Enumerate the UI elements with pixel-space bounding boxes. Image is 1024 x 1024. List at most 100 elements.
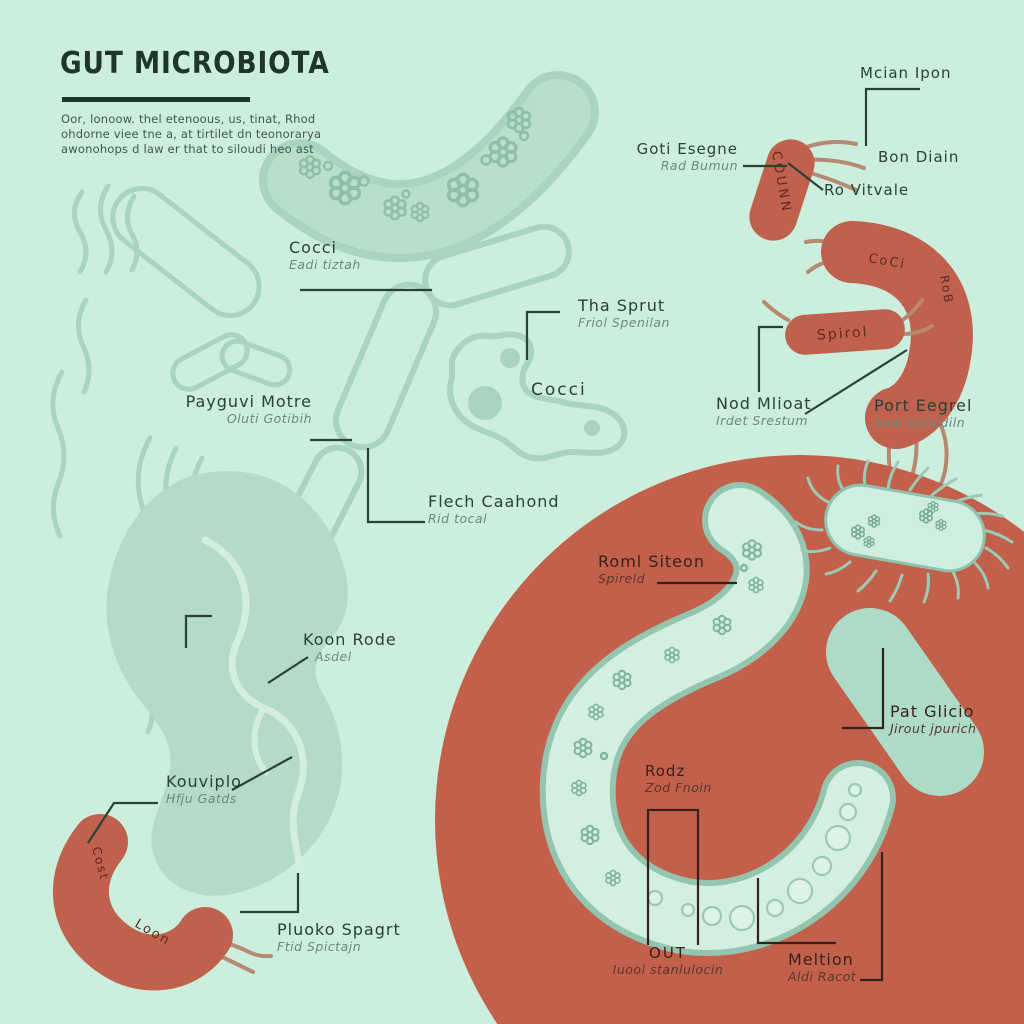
mint-capsule xyxy=(826,608,984,796)
connector-koon-bracket xyxy=(184,614,212,648)
intro-line: Oor, lonoow. thel etenoous, us, tinat, R… xyxy=(61,112,316,126)
connector-kouviplo xyxy=(231,756,293,791)
label-cocci-1: Cocci Eadi tiztah xyxy=(289,238,361,272)
connector-meltion-left xyxy=(756,878,836,945)
wavy-lines-top-left xyxy=(72,183,140,275)
label-bon: Bon Diain xyxy=(878,148,959,166)
spirol-red-bacterium: Spirol xyxy=(762,298,934,355)
label-subtitle: Saal-Syoodiln xyxy=(874,415,966,431)
label-title: Nod Mlioat xyxy=(716,394,812,413)
label-title: Mcian Ipon xyxy=(860,64,952,82)
label-subtitle: Ftid Spictajn xyxy=(277,939,362,955)
label-title: Rodz xyxy=(645,762,686,780)
connector-kouviplo-left xyxy=(87,801,158,844)
label-subtitle: Hfju Gatds xyxy=(166,791,237,807)
bottom-left-red-bacterium: Cost Loon xyxy=(53,814,273,991)
label-rodz: Rodz Zod Fnoin xyxy=(645,762,712,795)
connector-flech xyxy=(366,448,425,524)
intestine-doodle-branch xyxy=(251,705,269,775)
label-subtitle: Zod Fnoin xyxy=(645,780,712,795)
connector-rodz-frame xyxy=(646,808,700,945)
cell-nucleus-large xyxy=(468,386,502,420)
label-cocci-2: Cocci xyxy=(531,380,587,400)
label-title: Payguvi Motre xyxy=(185,392,312,411)
label-kouviplo: Kouviplo Hfju Gatds xyxy=(166,772,242,806)
label-subtitle: Aldi Racot xyxy=(788,969,857,985)
connector-lines xyxy=(87,87,920,914)
label-subtitle: Rid tocal xyxy=(428,511,488,527)
connector-nod xyxy=(757,325,783,392)
cell-nucleus-small xyxy=(500,348,520,368)
label-subtitle: Iuool stanlulocin xyxy=(612,962,724,977)
cell-nucleus-tiny xyxy=(584,420,600,436)
label-title: Koon Rode xyxy=(303,630,397,649)
label-meltion: Meltion Aldi Racot xyxy=(788,950,856,984)
label-title: Cocci xyxy=(531,380,587,400)
label-title: Tha Sprut xyxy=(578,296,666,315)
label-subtitle: Eadi tiztah xyxy=(289,257,361,273)
label-title: Flech Caahond xyxy=(428,492,560,511)
crescent-bacterium xyxy=(259,71,599,263)
label-subtitle: Spireld xyxy=(598,571,646,587)
label-out: OUT Iuool stanlulocin xyxy=(608,944,728,977)
bacterium-body-text: CoCi xyxy=(867,251,907,272)
intro-paragraph: Oor, lonoow. thel etenoous, us, tinat, R… xyxy=(61,112,321,157)
gear-doodles xyxy=(571,539,764,887)
label-tha-sprut: Tha Sprut Friol Spenilan xyxy=(578,296,670,330)
connector-pluoko xyxy=(240,873,300,914)
label-subtitle: Asdel xyxy=(315,649,352,665)
connector-koon xyxy=(267,656,309,684)
label-title: Ro Vitvale xyxy=(824,181,910,199)
label-subtitle: Irdet Srestum xyxy=(716,413,809,429)
connector-ro xyxy=(787,162,824,191)
label-title: Pluoko Spagrt xyxy=(277,920,401,939)
label-title: Cocci xyxy=(289,238,337,257)
label-subtitle: Jirout jpurich xyxy=(890,721,977,737)
label-title: Goti Esegne xyxy=(636,140,738,158)
kidney-blob xyxy=(106,471,348,896)
label-subtitle: Rad Bumun xyxy=(660,158,738,173)
connector-lines-red xyxy=(646,581,885,982)
flagellated-bacterium xyxy=(794,459,1014,604)
outline-bacillus-chain xyxy=(279,223,572,560)
connector-meltion-right xyxy=(860,852,884,982)
label-koon: Koon Rode Asdel xyxy=(303,630,397,664)
label-subtitle: Oluti Gotibih xyxy=(226,411,312,427)
label-pluoko: Pluoko Spagrt Ftid Spictajn xyxy=(277,920,401,954)
label-title: Kouviplo xyxy=(166,772,242,791)
label-title: Meltion xyxy=(788,950,854,969)
label-title: Pat Glicio xyxy=(890,702,975,721)
label-title: Bon Diain xyxy=(878,148,960,166)
label-pat: Pat Glicio Jirout jpurich xyxy=(890,702,976,736)
gear-doodles xyxy=(298,106,532,223)
connector-pat xyxy=(842,648,885,730)
label-title: OUT xyxy=(649,944,687,962)
red-rod-bacterium: COUNN xyxy=(749,139,866,241)
label-ro: Ro Vitvale xyxy=(824,181,909,199)
title-underline xyxy=(62,97,250,102)
label-mcian: Mcian Ipon xyxy=(860,64,951,82)
connector-nod-diagonal xyxy=(804,349,908,415)
flagella xyxy=(794,459,1014,604)
connector-thasprut xyxy=(525,310,560,360)
label-goti: Goti Esegne Rad Bumun xyxy=(600,140,738,173)
outline-diplobacillus xyxy=(170,332,293,392)
label-subtitle: Friol Spenilan xyxy=(578,315,670,331)
connector-mcian xyxy=(864,87,920,146)
intro-line: awonohops d law er that to siloudi heo a… xyxy=(61,142,314,156)
bubble-doodles xyxy=(646,782,863,932)
label-nod: Nod Mlioat Irdet Srestum xyxy=(716,394,812,428)
label-title: Port Eegrel xyxy=(874,396,973,415)
label-port: Port Eegrel Saal-Syoodiln xyxy=(874,396,972,430)
page-title: GUT MICROBIOTA xyxy=(60,46,330,81)
outline-rod-bacterium xyxy=(110,186,262,318)
tube-bacterium xyxy=(539,482,896,956)
amoeba-cell xyxy=(447,331,628,462)
label-payguvi: Payguvi Motre Oluti Gotibih xyxy=(180,392,312,426)
label-roml: Roml Siteon Spireld xyxy=(598,552,705,586)
label-title: Roml Siteon xyxy=(598,552,705,571)
label-flech: Flech Caahond Rid tocal xyxy=(428,492,560,526)
bacterium-body-text: RoB xyxy=(937,274,956,305)
